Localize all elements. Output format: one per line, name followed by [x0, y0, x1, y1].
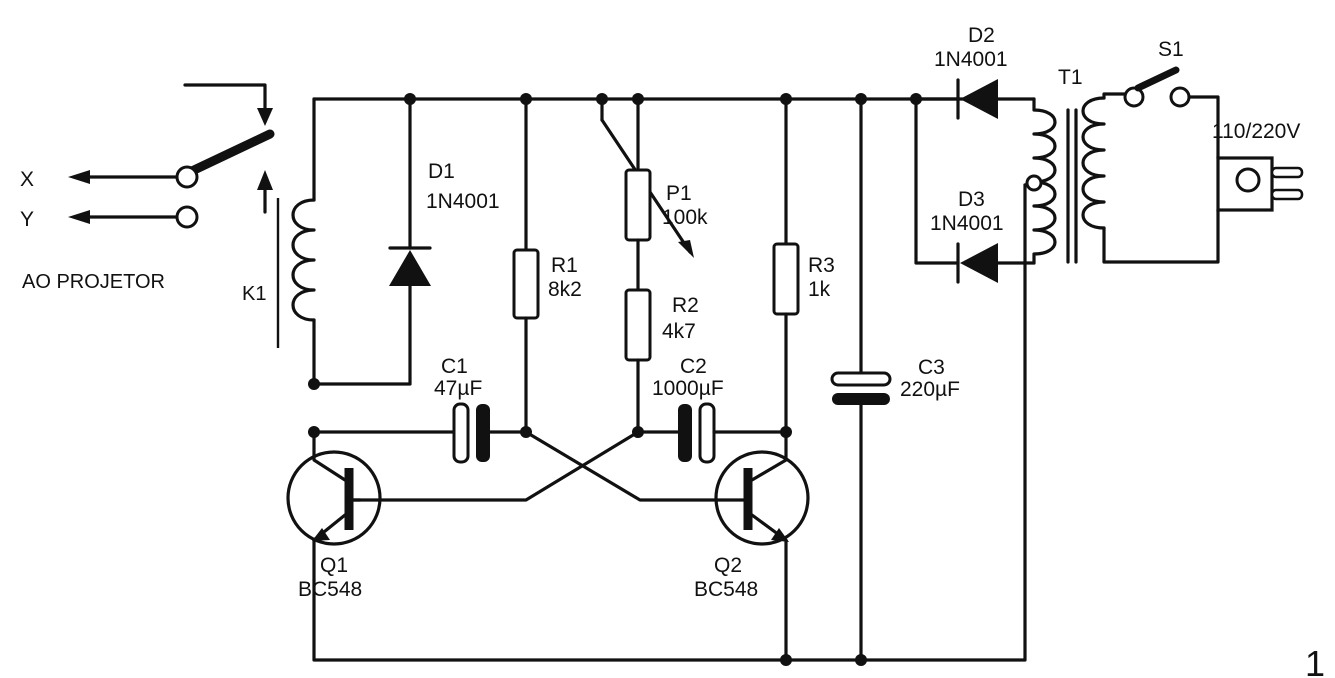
projector-caption: AO PROJETOR	[22, 271, 165, 293]
c1-ref: C1	[441, 355, 468, 378]
d2-value: 1N4001	[934, 48, 1008, 71]
r1-value: 8k2	[548, 278, 582, 301]
relay-contact	[183, 83, 280, 348]
p1-ref: P1	[666, 182, 692, 205]
transistor-q2	[714, 430, 810, 662]
c2-value: 1000µF	[652, 377, 724, 400]
c3-value: 220µF	[900, 378, 960, 401]
c1-value: 47µF	[434, 377, 482, 400]
d3-ref: D3	[958, 188, 985, 211]
diode-d2	[914, 78, 1036, 120]
d1-value: 1N4001	[426, 190, 500, 213]
r2-ref: R2	[672, 294, 699, 317]
diode-d3	[914, 97, 1036, 284]
transformer-t1	[1023, 92, 1220, 265]
t1-label: T1	[1058, 66, 1083, 89]
r1-ref: R1	[551, 254, 578, 277]
terminal-y	[68, 205, 199, 229]
resistor-r3	[772, 97, 800, 434]
capacitor-c2	[636, 402, 788, 464]
q2-ref: Q2	[714, 554, 742, 577]
r3-ref: R3	[808, 254, 835, 277]
resistor-r1	[512, 97, 540, 434]
mains-label: 110/220V	[1212, 120, 1300, 143]
d1-ref: D1	[428, 160, 455, 183]
q2-value: BC548	[694, 578, 758, 601]
d3-value: 1N4001	[930, 212, 1004, 235]
relay-label: K1	[242, 283, 266, 305]
relay-coil	[291, 97, 316, 386]
d2-ref: D2	[968, 24, 995, 47]
diode-d1	[312, 97, 432, 386]
p1-value: 100k	[662, 206, 708, 229]
s1-label: S1	[1158, 38, 1184, 61]
transistor-q1	[286, 430, 382, 582]
ground-rail	[312, 183, 1027, 662]
cross-coupling	[348, 430, 748, 502]
capacitor-c3	[830, 97, 892, 662]
potentiometer-p1	[600, 97, 694, 292]
terminal-y-label: Y	[20, 208, 34, 231]
r3-value: 1k	[808, 278, 831, 301]
capacitor-c1	[312, 402, 528, 464]
resistor-r2	[624, 288, 652, 434]
c3-ref: C3	[918, 356, 945, 379]
c2-ref: C2	[680, 355, 707, 378]
junction-dots	[308, 93, 1043, 666]
q1-ref: Q1	[320, 554, 348, 577]
switch-s1	[1123, 66, 1220, 160]
r2-value: 4k7	[662, 320, 696, 343]
mains-plug	[1216, 156, 1304, 212]
terminal-x	[68, 165, 199, 189]
terminal-x-label: X	[20, 168, 34, 191]
figure-number: 1	[1305, 643, 1325, 678]
q1-value: BC548	[298, 578, 362, 601]
